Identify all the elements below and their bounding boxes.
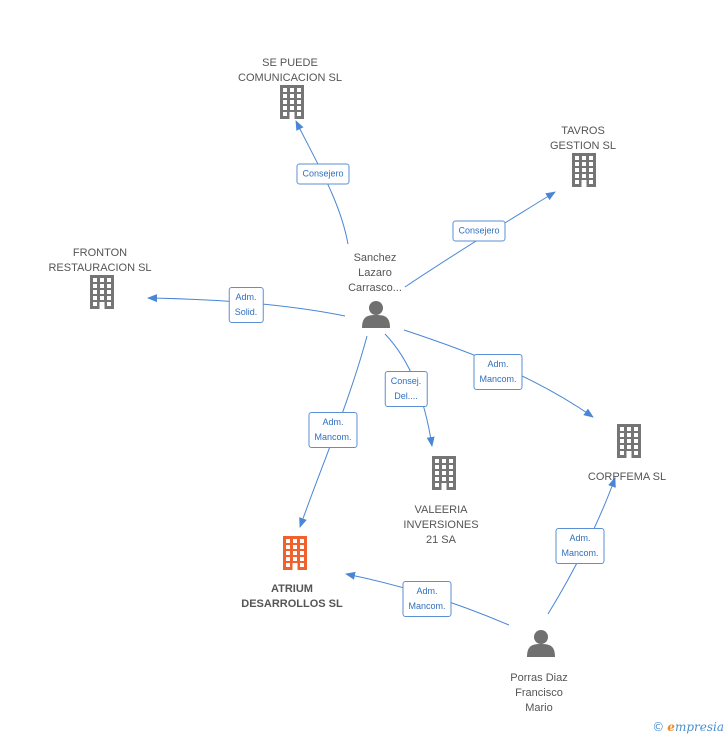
building-icon-tavros[interactable] xyxy=(572,153,596,187)
brand-footer: ©empresia xyxy=(652,720,724,734)
edge-label-e1[interactable]: Consejero xyxy=(296,163,350,185)
node-label-porras[interactable]: Porras Diaz Francisco Mario xyxy=(510,672,568,714)
node-label-se-puede[interactable]: SE PUEDE COMUNICACION SL xyxy=(238,57,342,84)
edge-label-e2[interactable]: Consejero xyxy=(452,220,506,242)
building-icon-valeeria[interactable] xyxy=(432,456,456,490)
building-icon-corpfema[interactable] xyxy=(617,424,641,458)
node-label-corpfema[interactable]: CORPFEMA SL xyxy=(587,471,667,483)
edge-label-e8[interactable]: Adm. Mancom. xyxy=(555,528,605,564)
node-label-sanchez[interactable]: Sanchez Lazaro Carrasco... xyxy=(348,252,402,294)
node-label-fronton[interactable]: FRONTON RESTAURACION SL xyxy=(48,247,152,274)
building-icon-atrium[interactable] xyxy=(283,536,307,570)
edge-label-e3[interactable]: Adm. Solid. xyxy=(228,287,264,323)
copyright-icon: © xyxy=(652,720,665,734)
edge-label-e7[interactable]: Adm. Mancom. xyxy=(402,581,452,617)
edge-label-e6[interactable]: Adm. Mancom. xyxy=(308,412,358,448)
edge-label-e5[interactable]: Consej. Del.... xyxy=(384,371,428,407)
person-icon-porras[interactable] xyxy=(527,630,555,657)
node-label-valeeria[interactable]: VALEERIA INVERSIONES 21 SA xyxy=(403,504,479,546)
edge-label-e4[interactable]: Adm. Mancom. xyxy=(473,354,523,390)
brand-logo-text: mpresia xyxy=(674,720,724,734)
node-label-atrium[interactable]: ATRIUM DESARROLLOS SL xyxy=(241,583,343,610)
person-icon-sanchez[interactable] xyxy=(362,301,390,328)
building-icon-se-puede[interactable] xyxy=(280,85,304,119)
brand-logo-e: e xyxy=(667,720,675,734)
building-icon-fronton[interactable] xyxy=(90,275,114,309)
node-label-tavros[interactable]: TAVROS GESTION SL xyxy=(549,125,617,152)
